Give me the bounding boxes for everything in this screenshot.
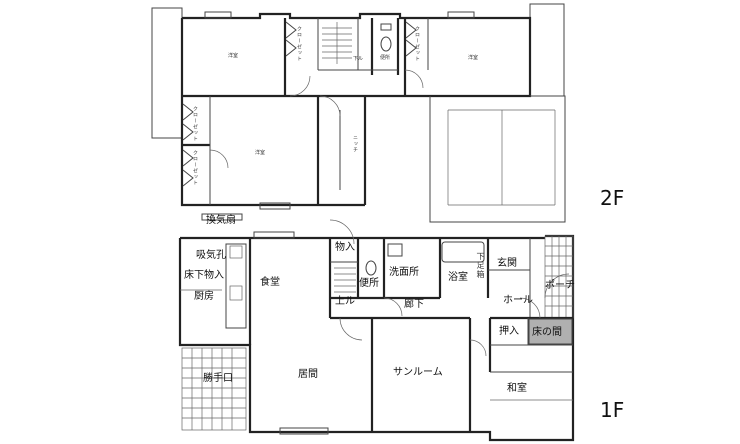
label-corridor: 廊下 [404, 299, 424, 310]
label-kitchen: 厨房 [194, 291, 214, 302]
closet-label-2: クローゼット [414, 26, 420, 62]
label-shoe-cabinet: 下足箱 [476, 252, 485, 279]
label-hall: ホール [503, 295, 533, 306]
balcony-right [529, 3, 565, 97]
stair-label-down: 下ル [353, 56, 364, 62]
label-toilet: 便所 [359, 278, 379, 289]
label-living: 居間 [298, 369, 318, 380]
tokonoma-fill [528, 318, 573, 345]
label-back-door: 勝手口 [203, 373, 233, 384]
upper-outer-wall-left [180, 18, 365, 207]
closet-label-1: クローゼット [296, 26, 302, 62]
label-intake: 吸気孔 [196, 250, 226, 261]
room-label-toilet-2f: 便所 [380, 55, 391, 61]
floor-label-1f: 1F [600, 398, 625, 422]
upper-outer-wall-top [182, 12, 532, 98]
label-up: 上ル [335, 296, 355, 307]
label-underfloor-storage: 床下物入 [184, 270, 224, 281]
label-sunroom: サンルーム [393, 367, 443, 378]
label-vent-fan: 換気扇 [206, 215, 236, 226]
lower-floor-plan [178, 213, 575, 442]
floor-label-2f: 2F [600, 186, 625, 210]
niche-label: ニッチ [352, 135, 358, 153]
balcony-left [151, 7, 183, 139]
back-door-tile [181, 347, 247, 431]
label-washroom: 洗面所 [389, 267, 419, 278]
upper-floor-plan [151, 3, 566, 223]
kitchen-counter [225, 243, 247, 329]
label-porch: ポーチ [545, 280, 575, 291]
label-closet: 押入 [499, 326, 519, 337]
label-tokonoma: 床の間 [532, 327, 562, 338]
closet-label-3: クローゼット [192, 106, 198, 142]
label-dining: 食堂 [260, 277, 280, 288]
closet-label-4: クローゼット [192, 150, 198, 186]
bathtub [441, 241, 485, 263]
label-storage: 物入 [335, 242, 355, 253]
label-japanese-room: 和室 [507, 383, 527, 394]
room-label-western-3: 洋室 [255, 150, 266, 156]
room-label-western-2: 洋室 [468, 55, 479, 61]
label-bath: 浴室 [448, 272, 468, 283]
label-entrance: 玄関 [497, 258, 517, 269]
room-label-western-1: 洋室 [228, 53, 239, 59]
